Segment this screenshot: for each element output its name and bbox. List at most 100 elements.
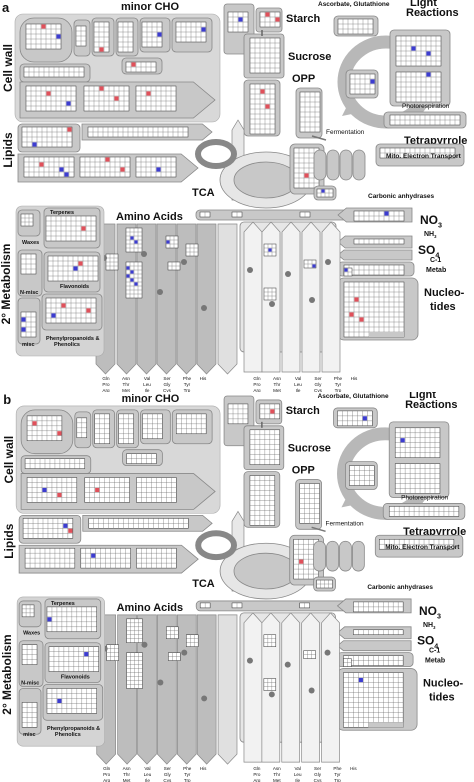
so4-label-main: SO	[418, 243, 435, 257]
mito-small-grid-cell-0	[321, 189, 325, 193]
n-misc-grid	[21, 644, 38, 665]
degradation-arrow-0	[243, 221, 263, 373]
so4-label-main: SO	[417, 634, 434, 648]
amino-label-2-1: Leu	[143, 382, 151, 387]
nucleo-label: Nucleo-	[424, 287, 465, 299]
amino-grid-5-bg	[186, 634, 199, 647]
photorespiration-label: Photorespiration	[402, 103, 450, 110]
opp-grid-cell-0	[260, 89, 265, 94]
starch-grid-cell-0	[238, 17, 243, 22]
amino-label-4-0: Phe	[183, 376, 192, 381]
tca-label: TCA	[192, 578, 215, 590]
amino-label-deg-0-0: Gln	[253, 766, 261, 771]
light-reactions-grid-1-cell-1	[426, 51, 431, 56]
amino-grid-7	[263, 634, 277, 647]
biosynthesis-arrow-5	[196, 223, 217, 375]
amino-dot-8	[308, 687, 315, 694]
amino-label-4-1: Tyr	[184, 382, 191, 387]
cell-wall-grid-9	[26, 477, 78, 503]
amino-grid-2	[106, 644, 119, 661]
flavonoids-label: Flavonoids	[60, 284, 89, 290]
metab-label: Metab	[426, 267, 446, 274]
flavonoids-grid	[48, 646, 99, 672]
cell-wall-grid-5	[142, 413, 163, 440]
panel-letter: a	[2, 0, 10, 15]
lipids-grid-1-cell-1	[32, 142, 37, 147]
starch-label: Starch	[286, 405, 320, 417]
waxes-grid-bg	[20, 213, 34, 227]
nh3-label-main: NH	[423, 622, 433, 629]
opp-grid	[249, 83, 276, 135]
amino-label-deg-0-1: Pro	[253, 772, 261, 777]
photorespiration-label: Photorespiration	[401, 494, 448, 501]
sucrose-grid	[249, 429, 281, 465]
nucleo-label: Nucleo-	[423, 677, 463, 689]
so4-arrow	[336, 640, 412, 652]
tca-inner	[233, 552, 299, 590]
amino-dot-1	[141, 641, 148, 648]
tca-grid-cell-0	[299, 559, 304, 564]
amino-label-deg-3-0: Ser	[314, 766, 322, 771]
amino-grid-10	[343, 658, 352, 667]
cell-wall-grid-9-cell-0	[42, 487, 47, 493]
amino-label-deg-4-2: Trp	[334, 778, 341, 782]
biosynthesis-arrow-2	[136, 223, 157, 375]
terpenes-grid-cell-0	[47, 617, 52, 622]
no3-label: NO3	[419, 604, 441, 621]
amino-label-deg-4-0: Phe	[333, 766, 342, 771]
amino-label-deg-1-2: Met	[273, 388, 281, 392]
phenylpropanoids-label: Phenylpropanoids &	[46, 336, 100, 342]
nh3-label-sub: 3	[434, 234, 437, 239]
amino-bar-grid-3	[299, 602, 310, 609]
amino-label-deg-2-1: Leu	[294, 382, 302, 387]
nh3-grid	[353, 629, 404, 636]
amino-grid-3-cell-1	[130, 270, 134, 274]
cell-wall-grid-9	[25, 85, 77, 112]
lipids-label: Lipids	[2, 523, 16, 558]
light-reactions-grid-2-cell-0	[426, 72, 431, 77]
phenolics-label: Phenolics	[54, 342, 80, 348]
fermentation-label: Fermentation	[326, 520, 364, 527]
biosynthesis-arrow-6	[217, 223, 238, 375]
ascorbate-grid	[337, 410, 373, 427]
amino-label-1-2: Met	[123, 778, 131, 782]
so4-label-sub: 4	[434, 642, 438, 650]
lipids-grid-5	[135, 156, 177, 178]
no3-label-main: NO	[419, 604, 437, 618]
biosynthesis-arrow-3	[156, 223, 177, 375]
amino-grid-7-cell-0	[268, 248, 272, 252]
amino-label-2-0: Val	[144, 376, 150, 381]
biosynthesis-arrow-6	[217, 614, 238, 765]
amino-label-deg-1-1: Thr	[273, 772, 280, 777]
tetrapyrrole-grid	[389, 114, 461, 126]
ascorbate-grid	[337, 18, 374, 35]
amino-label-1-0: Asn	[123, 766, 131, 771]
mito-capsule-3	[352, 149, 366, 181]
misc-grid-cell-0	[21, 317, 26, 322]
cell-wall-grid-8	[125, 61, 157, 73]
amino-label-deg-2-2: Ile	[296, 388, 301, 392]
lipids-grid-1-cell-0	[63, 523, 68, 528]
amino-grid-10	[343, 267, 353, 277]
amino-label-0-0: Gln	[103, 766, 111, 771]
mito-label: Mito. Electron Transport	[386, 153, 462, 160]
light-reactions-grid-1	[395, 35, 442, 67]
ascorbate-grid-bg	[337, 410, 373, 427]
his-label-deg: His	[350, 766, 357, 771]
his-label: His	[200, 766, 207, 771]
amino-grid-9	[303, 259, 317, 269]
mito-capsule-1	[326, 540, 339, 572]
lipids-grid-5	[136, 547, 177, 569]
cell-wall-grid-5-cell-0	[157, 32, 162, 37]
sucrose-label: Sucrose	[288, 443, 331, 455]
amino-label-deg-4-1: Tyr	[334, 772, 341, 777]
biosynthesis-arrow-1	[117, 614, 137, 765]
amino-dot-5	[247, 267, 253, 273]
minor-cho-label: minor CHO	[121, 1, 180, 13]
light-label: Light	[409, 392, 436, 401]
fermentation-label: Fermentation	[326, 129, 365, 136]
terpenes-grid	[46, 606, 97, 633]
